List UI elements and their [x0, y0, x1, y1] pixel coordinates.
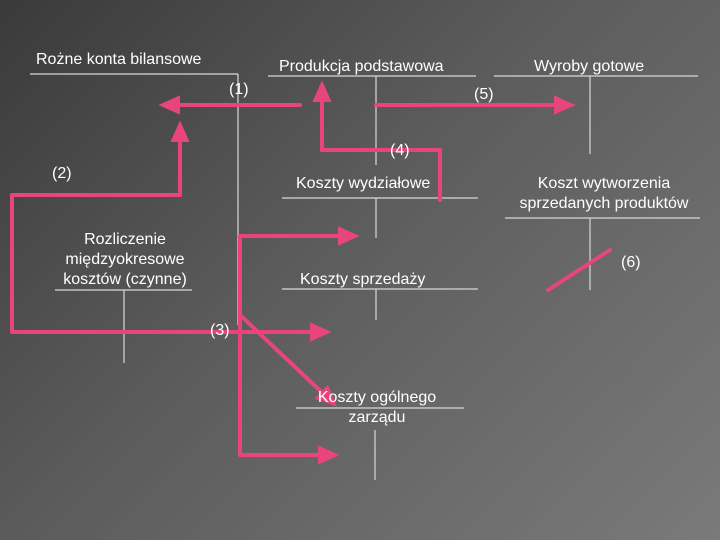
flow-arrow-3: [238, 234, 340, 465]
flow-label-5: (5): [474, 86, 494, 103]
t-account-finished-goods: [494, 75, 698, 154]
account-title-basic-production: Produkcja podstawowa: [279, 58, 444, 75]
admin-costs-line-2: zarządu: [348, 409, 406, 426]
flow-arrow-2: [10, 193, 332, 342]
account-title-balance-accounts: Rożne konta bilansowe: [36, 51, 202, 68]
t-account-inter-period-settlement: [55, 289, 192, 363]
admin-costs-line-1: Koszty ogólnego: [317, 389, 437, 406]
account-title-selling-costs: Koszty sprzedaży: [300, 271, 426, 288]
flow-label-4: (4): [390, 142, 410, 159]
cost-of-goods-sold-line-2: sprzedanych produktów: [519, 195, 689, 212]
cost-of-goods-sold-line-1: Koszt wytworzenia: [537, 175, 671, 192]
inter-period-settlement-line-1: Rozliczenie: [84, 231, 166, 248]
flow-label-3: (3): [210, 322, 230, 339]
inter-period-settlement-line-2: międzyokresowe: [65, 251, 185, 268]
account-title-finished-goods: Wyroby gotowe: [534, 58, 645, 75]
t-account-departmental-costs: [282, 197, 478, 238]
account-title-inter-period-settlement: Rozliczenie międzyokresowe kosztów (czyn…: [48, 230, 202, 290]
account-title-departmental-costs: Koszty wydziałowe: [296, 175, 431, 192]
inter-period-settlement-line-3: kosztów (czynne): [63, 271, 187, 288]
flow-arrow-6: [546, 248, 612, 292]
account-title-cost-of-goods-sold: Koszt wytworzenia sprzedanych produktów: [502, 174, 706, 214]
account-title-admin-costs: Koszty ogólnego zarządu: [292, 388, 462, 428]
flow-label-6: (6): [621, 254, 641, 271]
t-account-selling-costs: [282, 288, 478, 320]
flow-label-2: (2): [52, 165, 72, 182]
flow-arrow-4: [320, 148, 442, 202]
t-account-cost-of-goods-sold: [505, 217, 700, 290]
flow-label-1: (1): [229, 81, 249, 98]
t-account-admin-costs: [296, 407, 464, 480]
flow-arrow-3b: [238, 313, 337, 407]
